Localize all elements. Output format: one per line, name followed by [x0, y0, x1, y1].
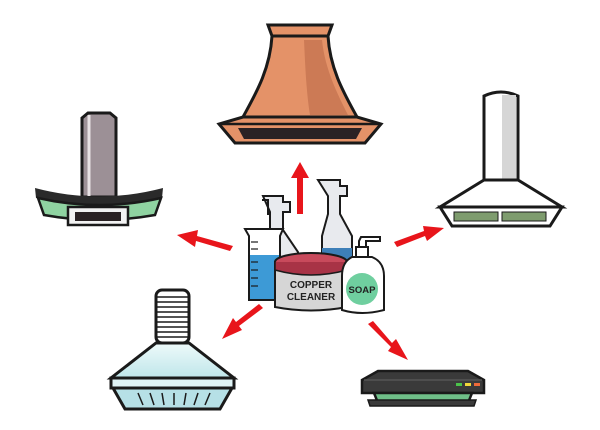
- led-orange: [474, 383, 480, 386]
- cleaning-supplies: COPPER CLEANER SOAP: [243, 179, 385, 314]
- copper-chimney-hood: [216, 23, 384, 145]
- soap-label: SOAP: [349, 285, 377, 296]
- ribbed-duct-hood: [106, 288, 239, 411]
- soap-dispenser: SOAP: [341, 236, 385, 314]
- arrow-down-left: [222, 304, 263, 339]
- curved-glass-hood: [35, 111, 163, 227]
- led-yellow: [465, 383, 471, 386]
- stainless-chimney-hood: [434, 90, 568, 228]
- copper-cleaner-jar: COPPER CLEANER: [274, 252, 348, 312]
- jar-label-line2: CLEANER: [287, 292, 336, 303]
- arrow-left: [177, 230, 233, 251]
- arrow-up: [291, 162, 309, 214]
- arrow-down-right: [368, 321, 408, 360]
- under-cabinet-hood: [360, 369, 486, 407]
- arrows: [177, 162, 444, 360]
- jar-label-line1: COPPER: [290, 280, 333, 291]
- led-green: [456, 383, 462, 386]
- arrow-right: [394, 226, 444, 247]
